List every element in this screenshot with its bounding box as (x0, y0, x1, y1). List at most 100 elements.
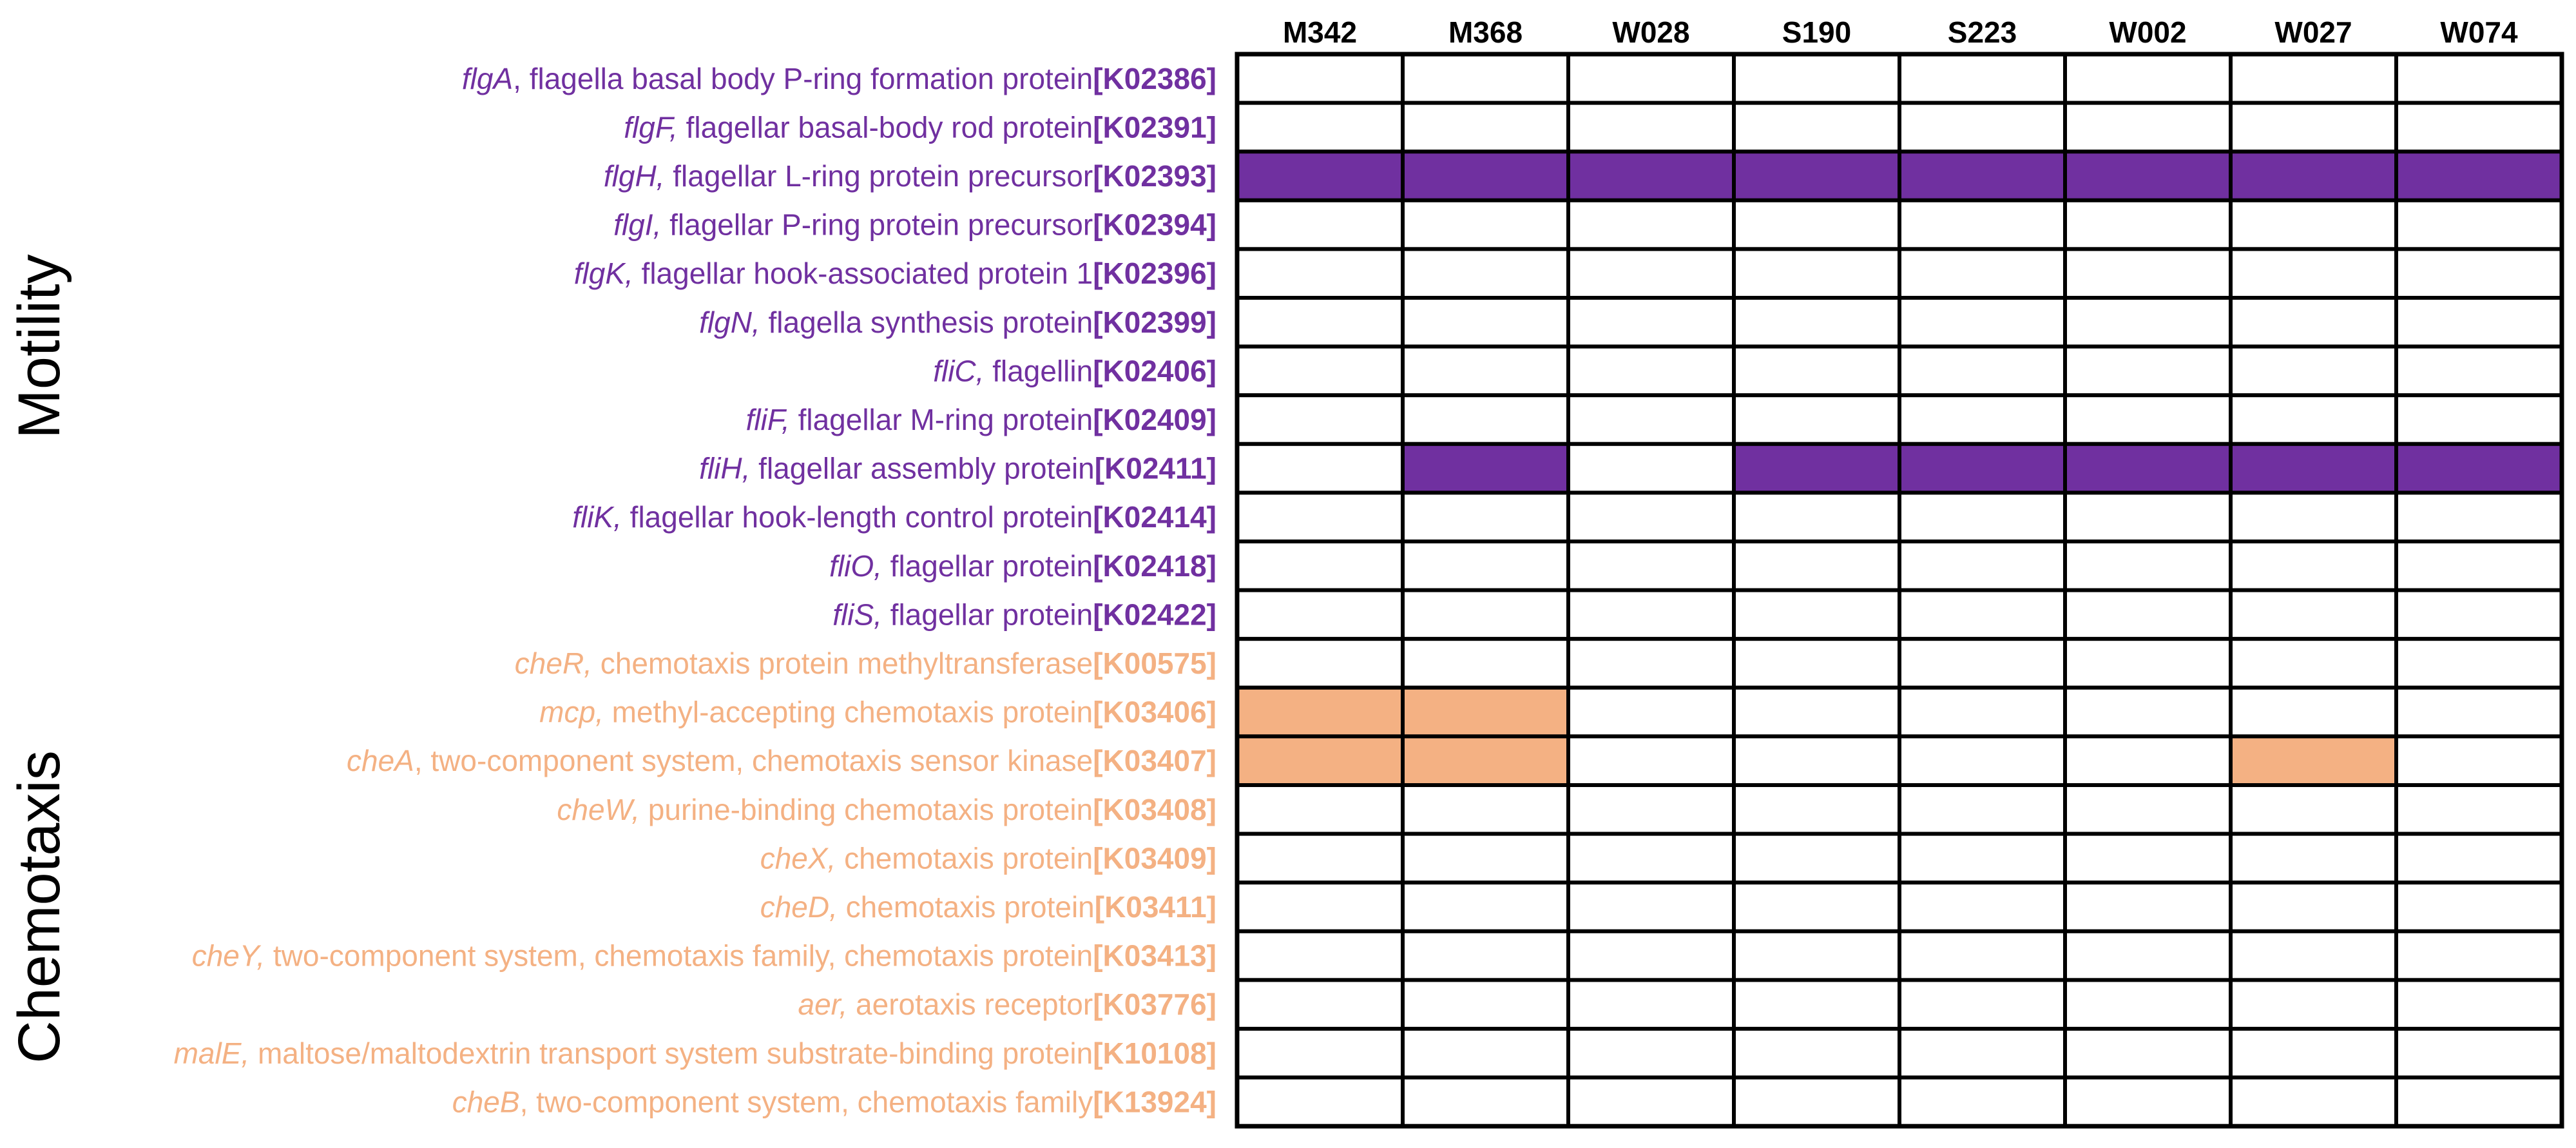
heatmap-cell-w074-k03407 (2394, 734, 2564, 788)
heatmap-cell-w002-k02396 (2063, 247, 2233, 300)
gene-description: flagellar P-ring protein precursor (661, 208, 1093, 242)
heatmap-cell-w074-k02414 (2394, 491, 2564, 544)
heatmap-cell-m368-k02391 (1401, 101, 1570, 154)
heatmap-cell-s223-k02391 (1898, 101, 2067, 154)
heatmap-cell-w074-k03411 (2394, 880, 2564, 933)
gene-symbol: aer, (798, 987, 848, 1021)
heatmap-cell-s223-k02411 (1898, 442, 2067, 495)
heatmap-cell-w028-k10108 (1566, 1027, 1736, 1080)
heatmap-cell-w074-k02386 (2394, 52, 2564, 105)
heatmap-cell-w027-k03406 (2229, 685, 2398, 739)
heatmap-cell-w002-k02386 (2063, 52, 2233, 105)
heatmap-cell-m342-k10108 (1235, 1027, 1405, 1080)
gene-symbol: flgI, (613, 208, 661, 242)
heatmap-cell-m342-k02391 (1235, 101, 1405, 154)
heatmap-cell-s190-k02399 (1732, 296, 1901, 349)
heatmap-cell-m368-k02406 (1401, 344, 1570, 398)
heatmap-cell-m342-k02394 (1235, 198, 1405, 251)
heatmap-cell-w027-k00575 (2229, 637, 2398, 690)
gene-symbol: cheW, (557, 793, 640, 826)
heatmap-cell-s223-k03408 (1898, 783, 2067, 836)
heatmap-cell-w028-k03408 (1566, 783, 1736, 836)
row-label-k02418: fliO, flagellar protein[K02418] (829, 549, 1216, 583)
heatmap-cell-s223-k03413 (1898, 929, 2067, 982)
heatmap-cell-w074-k02394 (2394, 198, 2564, 251)
heatmap-cell-w027-k03413 (2229, 929, 2398, 982)
heatmap-cell-s190-k02393 (1732, 150, 1901, 202)
gene-description: flagellar protein (882, 598, 1093, 631)
heatmap-cell-s190-k03409 (1732, 832, 1901, 885)
heatmap-cell-w028-k13924 (1566, 1075, 1736, 1129)
gene-description: flagellin (984, 354, 1093, 387)
gene-symbol: flgF, (624, 110, 678, 144)
ko-id: [K02386] (1093, 62, 1216, 95)
heatmap-cell-m368-k02394 (1401, 198, 1570, 251)
row-label-k02414: fliK, flagellar hook-length control prot… (572, 500, 1216, 534)
heatmap-cell-s190-k10108 (1732, 1027, 1901, 1080)
heatmap-cell-w002-k03411 (2063, 880, 2233, 933)
gene-description: aerotaxis receptor (847, 987, 1093, 1021)
heatmap-cell-w028-k02394 (1566, 198, 1736, 251)
heatmap-cell-w027-k03408 (2229, 783, 2398, 836)
heatmap-cell-m342-k02396 (1235, 247, 1405, 300)
separator: , (520, 1085, 528, 1118)
heatmap-cell-m342-k02393 (1235, 150, 1405, 202)
heatmap-cell-w002-k02414 (2063, 491, 2233, 544)
heatmap-cell-m342-k02399 (1235, 296, 1405, 349)
ko-id: [K03409] (1093, 841, 1216, 875)
heatmap-cell-w027-k02394 (2229, 198, 2398, 251)
heatmap-cell-w002-k00575 (2063, 637, 2233, 690)
heatmap-cell-m368-k02386 (1401, 52, 1570, 105)
heatmap-cell-w074-k02422 (2394, 588, 2564, 641)
heatmap-cell-s223-k10108 (1898, 1027, 2067, 1080)
heatmap-cell-m368-k02414 (1401, 491, 1570, 544)
ko-id: [K02394] (1093, 208, 1216, 242)
row-label-k03411: cheD, chemotaxis protein[K03411] (760, 890, 1216, 924)
heatmap-cell-s190-k02422 (1732, 588, 1901, 641)
heatmap-cell-w028-k03406 (1566, 685, 1736, 739)
gene-description: flagellar M-ring protein (790, 403, 1093, 436)
gene-description: flagellar protein (882, 549, 1093, 583)
gene-symbol: fliC, (933, 354, 984, 387)
separator: , (513, 62, 521, 95)
heatmap-cell-w028-k02406 (1566, 344, 1736, 398)
heatmap-cell-w074-k03776 (2394, 978, 2564, 1031)
heatmap-cell-w002-k03407 (2063, 734, 2233, 788)
heatmap-cell-m368-k03411 (1401, 880, 1570, 933)
ko-id: [K03407] (1093, 744, 1216, 777)
heatmap-cell-w002-k02391 (2063, 101, 2233, 154)
heatmap-cell-w027-k02414 (2229, 491, 2398, 544)
column-header-w002: W002 (2109, 15, 2186, 49)
heatmap-cell-w028-k02409 (1566, 393, 1736, 446)
heatmap-cell-s190-k02418 (1732, 540, 1901, 592)
heatmap-cell-m342-k03409 (1235, 832, 1405, 885)
heatmap-cell-m342-k03408 (1235, 783, 1405, 836)
ko-id: [K03408] (1093, 793, 1216, 826)
heatmap-cell-w027-k02422 (2229, 588, 2398, 641)
row-label-k02411: fliH, flagellar assembly protein[K02411] (699, 452, 1216, 485)
heatmap-cell-s190-k02411 (1732, 442, 1901, 495)
heatmap-cell-m368-k03409 (1401, 832, 1570, 885)
heatmap-cell-s190-k02386 (1732, 52, 1901, 105)
heatmap-cell-w028-k02399 (1566, 296, 1736, 349)
row-label-k03406: mcp, methyl-accepting chemotaxis protein… (539, 696, 1216, 729)
heatmap-cell-s223-k02396 (1898, 247, 2067, 300)
row-label-k02393: flgH, flagellar L-ring protein precursor… (604, 159, 1216, 193)
row-label-k03776: aer, aerotaxis receptor[K03776] (798, 987, 1216, 1021)
heatmap-cell-m342-k02422 (1235, 588, 1405, 641)
ko-id: [K02399] (1093, 306, 1216, 339)
heatmap-cell-m368-k02422 (1401, 588, 1570, 641)
heatmap-cell-s223-k13924 (1898, 1075, 2067, 1129)
heatmap-cell-w027-k02399 (2229, 296, 2398, 349)
row-label-k00575: cheR, chemotaxis protein methyltransfera… (515, 647, 1216, 680)
row-label-k02386: flgA, flagella basal body P-ring formati… (462, 62, 1216, 95)
gene-description: flagellar hook-associated protein 1 (633, 257, 1093, 290)
heatmap-cell-m368-k02409 (1401, 393, 1570, 446)
row-label-k02396: flgK, flagellar hook-associated protein … (574, 257, 1216, 290)
heatmap-cell-s223-k02393 (1898, 150, 2067, 202)
ko-id: [K02418] (1093, 549, 1216, 583)
gene-description: flagellar L-ring protein precursor (664, 159, 1093, 193)
heatmap-cell-m368-k03406 (1401, 685, 1570, 739)
